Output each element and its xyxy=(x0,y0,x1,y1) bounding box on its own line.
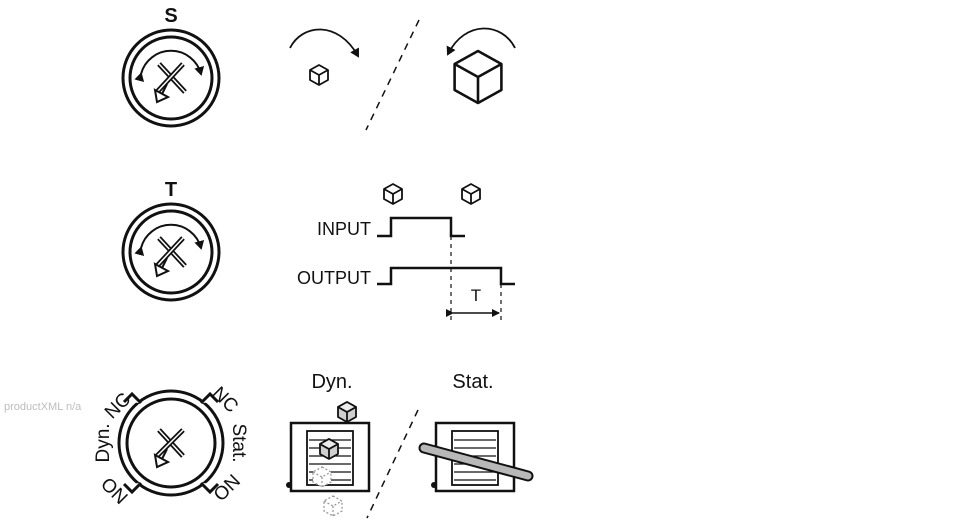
timing-diagram: INPUT OUTPUT T xyxy=(297,183,515,320)
clockwise-arrow-icon xyxy=(289,28,359,58)
divider-dashed xyxy=(365,19,420,131)
static-rod xyxy=(418,442,534,482)
cube-icon xyxy=(461,183,481,205)
sensitivity-knob: S xyxy=(123,5,219,126)
ring-dyn: Dyn. xyxy=(93,423,114,462)
output-label: OUTPUT xyxy=(297,268,371,288)
large-cube-icon xyxy=(453,49,503,105)
large-object-illustration xyxy=(446,27,516,105)
timer-knob: T xyxy=(123,179,219,300)
input-label: INPUT xyxy=(317,219,371,239)
stat-heading: Stat. xyxy=(452,371,493,393)
input-signal xyxy=(377,216,465,238)
mode-selector-knob: NC NC Dyn. Stat. NO NO xyxy=(93,383,249,507)
dyn-heading: Dyn. xyxy=(311,371,352,393)
dynamic-mode-illustration: Dyn. xyxy=(286,371,371,517)
ring-no-left: NO xyxy=(98,472,133,507)
small-cube-icon xyxy=(309,64,329,86)
static-mode-illustration: Stat. xyxy=(418,371,534,493)
cube-icon xyxy=(383,183,403,205)
delay-label: T xyxy=(471,286,481,305)
timer-letter: T xyxy=(165,179,177,201)
divider-dashed xyxy=(366,409,419,519)
sensitivity-letter: S xyxy=(164,5,177,27)
falling-cube-icon xyxy=(337,401,357,423)
ring-stat: Stat. xyxy=(228,423,249,462)
small-object-illustration xyxy=(289,28,359,86)
side-note: productXML n/a xyxy=(4,401,82,413)
counterclockwise-arrow-icon xyxy=(446,27,516,56)
ghost-cube-icon xyxy=(323,495,343,517)
ghost-cube-icon xyxy=(312,466,332,488)
falling-cube-icon xyxy=(319,438,339,460)
output-signal xyxy=(377,266,515,286)
